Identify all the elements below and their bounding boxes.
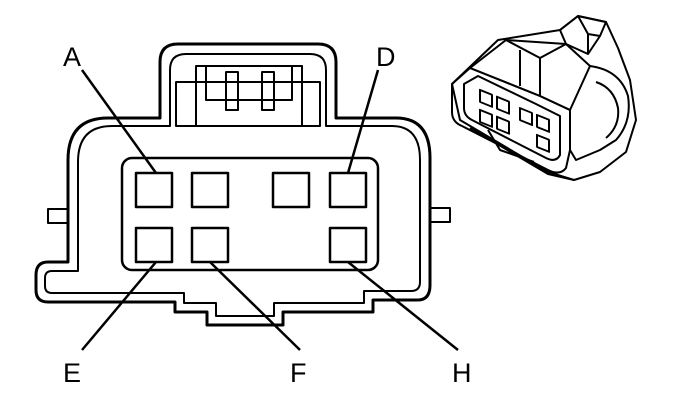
pin-cavity-a	[134, 171, 174, 209]
iso-cavity-3	[519, 107, 533, 127]
pin-label-a: A	[63, 42, 81, 72]
leader-line-f	[209, 261, 301, 351]
pin-label-d: D	[376, 42, 396, 72]
pin-cavity-b	[190, 171, 230, 209]
pin-label-h: H	[452, 358, 472, 388]
iso-side-bulge	[569, 65, 630, 161]
right-side-key	[429, 207, 451, 223]
leader-line-h	[347, 261, 459, 351]
pin-cavity-e	[134, 226, 174, 264]
lock-tab-outer	[175, 81, 321, 127]
iso-front-face	[451, 67, 571, 174]
pin-cavity-d	[328, 171, 368, 209]
pin-cavity-c	[271, 171, 311, 209]
iso-cavity-4	[536, 113, 550, 133]
lock-tab-latch	[195, 65, 303, 126]
left-side-key	[47, 208, 69, 224]
pin-label-e: E	[63, 358, 81, 388]
pin-label-f: F	[290, 358, 307, 388]
iso-top-ridge	[505, 39, 567, 96]
leader-line-d	[346, 69, 380, 174]
connector-shell-outer	[34, 42, 432, 327]
cavity-frame	[120, 156, 380, 272]
iso-front-rim	[463, 75, 561, 161]
leader-line-a	[80, 69, 158, 174]
connector-shell-inner	[44, 53, 421, 317]
connector-face	[34, 42, 451, 327]
leader-line-e	[81, 261, 157, 351]
iso-cavity-7	[536, 133, 550, 153]
leader-lines	[80, 69, 459, 351]
iso-cavity-6	[496, 115, 510, 135]
iso-cavity-1	[479, 88, 493, 108]
iso-lock-tower	[559, 15, 607, 55]
pin-cavity-h	[328, 226, 368, 264]
iso-bottom-edge	[469, 127, 575, 181]
iso-cavity-2	[496, 95, 510, 115]
connector-isometric-view	[451, 15, 637, 181]
pin-cavity-f	[190, 226, 230, 264]
iso-cavity-5	[479, 108, 493, 128]
